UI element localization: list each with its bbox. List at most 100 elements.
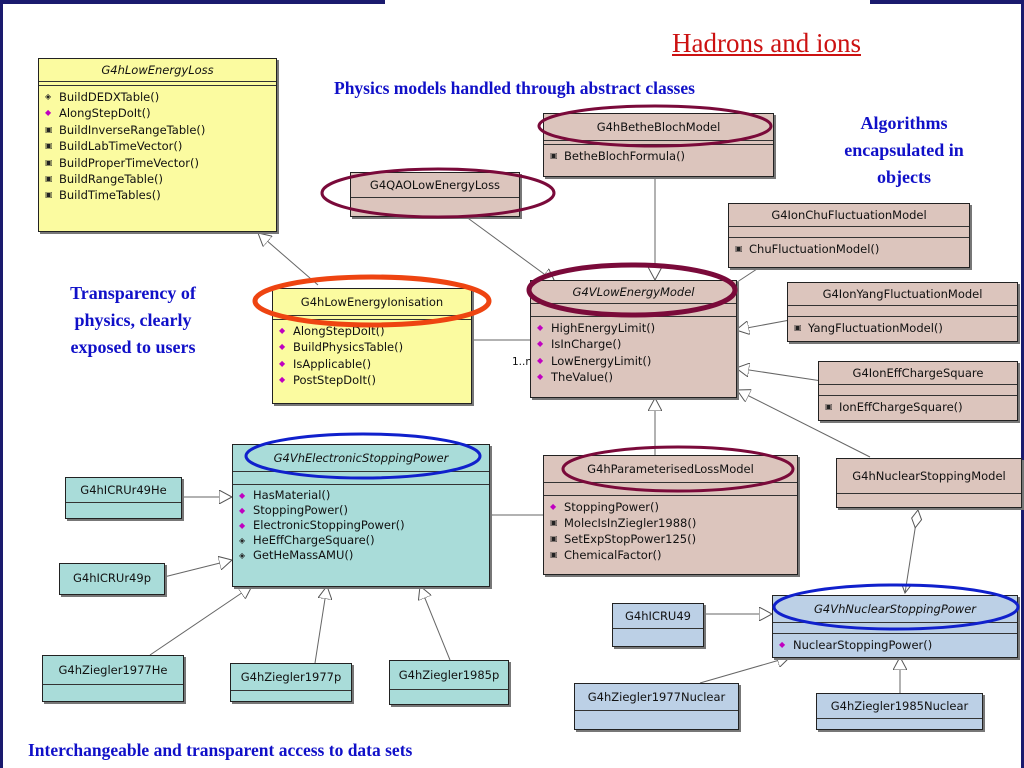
public-method-icon: ◆ [779, 640, 786, 649]
highlight-ellipse-qao [320, 167, 556, 219]
inherit-ziegler1985p-to-electronic [420, 586, 451, 661]
method-item: ▣BuildProperTimeVector() [45, 155, 199, 170]
method-list: ▣ChuFluctuationModel() [729, 237, 969, 259]
algorithms-note-line-3: objects [877, 167, 931, 187]
method-item: ▣MolecIsInZiegler1988() [550, 516, 697, 530]
method-item: ◆LowEnergyLimit() [537, 353, 652, 368]
method-item: ▣BuildTimeTables() [45, 188, 161, 203]
class-name: G4VhElectronicStoppingPower [233, 445, 489, 472]
lock-icon: ▣ [45, 190, 53, 200]
lock-icon: ▣ [45, 157, 53, 167]
public-method-icon: ◆ [550, 502, 557, 511]
method-item: ▣BuildLabTimeVector() [45, 139, 183, 154]
class-name: G4IonEffChargeSquare [819, 362, 1017, 385]
method-item: ▣ChemicalFactor() [550, 548, 662, 562]
right-frame-bar [1021, 0, 1024, 768]
highlight-ellipse-bethebloch [537, 104, 773, 148]
method-list: ◆AlongStepDoIt() ◆BuildPhysicsTable() ◆I… [273, 319, 471, 391]
class-name: G4VhNuclearStoppingPower [773, 596, 1017, 623]
class-name: G4hParameterisedLossModel [544, 456, 797, 483]
class-name: G4hLowEnergyLoss [39, 59, 276, 82]
public-method-icon: ◆ [279, 358, 286, 368]
method-item: ◆HasMaterial() [239, 488, 331, 502]
class-g4ionchufluctuationmodel: G4IonChuFluctuationModel ▣ChuFluctuation… [728, 203, 970, 268]
aggregation-nuclearmodel-to-vnuclear [905, 510, 918, 593]
method-item: ▣BetheBlochFormula() [550, 149, 686, 163]
inherit-nuclearmodel-to-model [737, 390, 871, 458]
class-g4hicru49: G4hICRU49 [612, 603, 704, 647]
lock-icon: ▣ [550, 534, 558, 543]
method-item: ◆TheValue() [537, 370, 613, 385]
multiplicity-label: 1..n [512, 356, 532, 368]
highlight-ellipse-vlowenergymodel [526, 262, 738, 318]
class-g4ionyangfluctuationmodel: G4IonYangFluctuationModel ▣YangFluctuati… [787, 282, 1018, 342]
class-g4hicrur49he: G4hICRUr49He [65, 477, 182, 519]
method-item: ◆AlongStepDoIt() [279, 324, 385, 338]
method-list: ◆NuclearStoppingPower() [773, 633, 1017, 655]
class-name: G4hLowEnergyIonisation [273, 289, 471, 316]
protected-method-icon: ◈ [45, 92, 52, 101]
top-frame-bar-left [0, 0, 385, 4]
method-item: ◆HighEnergyLimit() [537, 321, 656, 335]
inherit-ionisation-to-lowenergyloss [258, 233, 319, 286]
public-method-icon: ◆ [279, 375, 286, 385]
method-item: ◆NuclearStoppingPower() [779, 638, 933, 652]
public-method-icon: ◆ [239, 506, 246, 515]
physics-models-note: Physics models handled through abstract … [334, 78, 695, 98]
interchangeable-note: Interchangeable and transparent access t… [28, 740, 413, 760]
top-frame-bar-right [870, 0, 1024, 4]
inherit-ziegler1977he-to-electronic [149, 586, 252, 656]
class-name: G4hZiegler1985Nuclear [817, 694, 982, 719]
class-name: G4hNuclearStoppingModel [837, 459, 1021, 494]
class-g4hziegler1985p: G4hZiegler1985p [389, 660, 509, 705]
public-method-icon: ◆ [45, 108, 52, 118]
lock-icon: ▣ [45, 174, 53, 184]
class-g4hlowenergyloss: G4hLowEnergyLoss ◈BuildDEDXTable() ◆Alon… [38, 58, 277, 232]
class-g4hziegler1977he: G4hZiegler1977He [42, 655, 184, 702]
class-g4vhnuclearstoppingpower: G4VhNuclearStoppingPower ◆NuclearStoppin… [772, 595, 1018, 658]
method-item: ◆AlongStepDoIt() [45, 106, 151, 121]
class-name: G4VLowEnergyModel [531, 281, 736, 304]
method-item: ▣ChuFluctuationModel() [735, 242, 880, 256]
class-g4ioneffchargesquare: G4IonEffChargeSquare ▣IonEffChargeSquare… [818, 361, 1018, 421]
public-method-icon: ◆ [279, 342, 286, 352]
inherit-ziegler1977p-to-electronic [314, 586, 327, 664]
highlight-ellipse-ionisation [252, 274, 492, 328]
class-name: G4hICRUr49He [66, 478, 181, 503]
method-item: ◆IsInCharge() [537, 337, 622, 352]
class-g4vlowenergymodel: G4VLowEnergyModel ◆HighEnergyLimit() ◆Is… [530, 280, 737, 398]
lock-icon: ▣ [45, 141, 53, 151]
class-name: G4hICRU49 [613, 604, 703, 629]
method-item: ◆StoppingPower() [550, 500, 659, 514]
class-name: G4hZiegler1977He [43, 656, 183, 685]
slide-title: Hadrons and ions [672, 28, 861, 58]
method-item: ◆StoppingPower() [239, 503, 348, 517]
lock-icon: ▣ [550, 151, 558, 160]
highlight-ellipse-velectronic [244, 432, 482, 480]
method-item: ▣BuildInverseRangeTable() [45, 122, 206, 137]
class-g4hnuclearstoppingmodel: G4hNuclearStoppingModel [836, 458, 1022, 508]
class-name: G4IonYangFluctuationModel [788, 283, 1017, 306]
inherit-qao-to-model [464, 215, 555, 282]
lock-icon: ▣ [735, 244, 743, 253]
public-method-icon: ◆ [239, 491, 246, 500]
inherit-yang-to-model [736, 319, 791, 330]
class-g4hparameterisedlossmodel: G4hParameterisedLossModel ◆StoppingPower… [543, 455, 798, 575]
class-g4vhelectronicstoppingpower: G4VhElectronicStoppingPower ◆HasMaterial… [232, 444, 490, 587]
class-name: G4hZiegler1977p [231, 664, 351, 691]
public-method-icon: ◆ [537, 339, 544, 349]
class-g4hlowenergyionisation: G4hLowEnergyIonisation ◆AlongStepDoIt() … [272, 288, 472, 404]
class-name: G4hZiegler1977Nuclear [575, 684, 738, 711]
public-method-icon: ◆ [537, 355, 544, 365]
public-method-icon: ◆ [279, 326, 286, 335]
class-name: G4hICRUr49p [72, 571, 151, 585]
method-item: ◆ElectronicStoppingPower() [239, 518, 405, 532]
class-g4hicrur49p: G4hICRUr49p [59, 563, 165, 595]
lock-icon: ▣ [825, 402, 833, 411]
method-item: ▣YangFluctuationModel() [794, 321, 943, 335]
method-list: ◆StoppingPower() ▣MolecIsInZiegler1988()… [544, 495, 797, 565]
algorithms-note-line-2: encapsulated in [844, 140, 964, 160]
algorithms-note: Algorithms encapsulated in objects [822, 110, 986, 191]
highlight-ellipse-parameterised [561, 445, 795, 493]
